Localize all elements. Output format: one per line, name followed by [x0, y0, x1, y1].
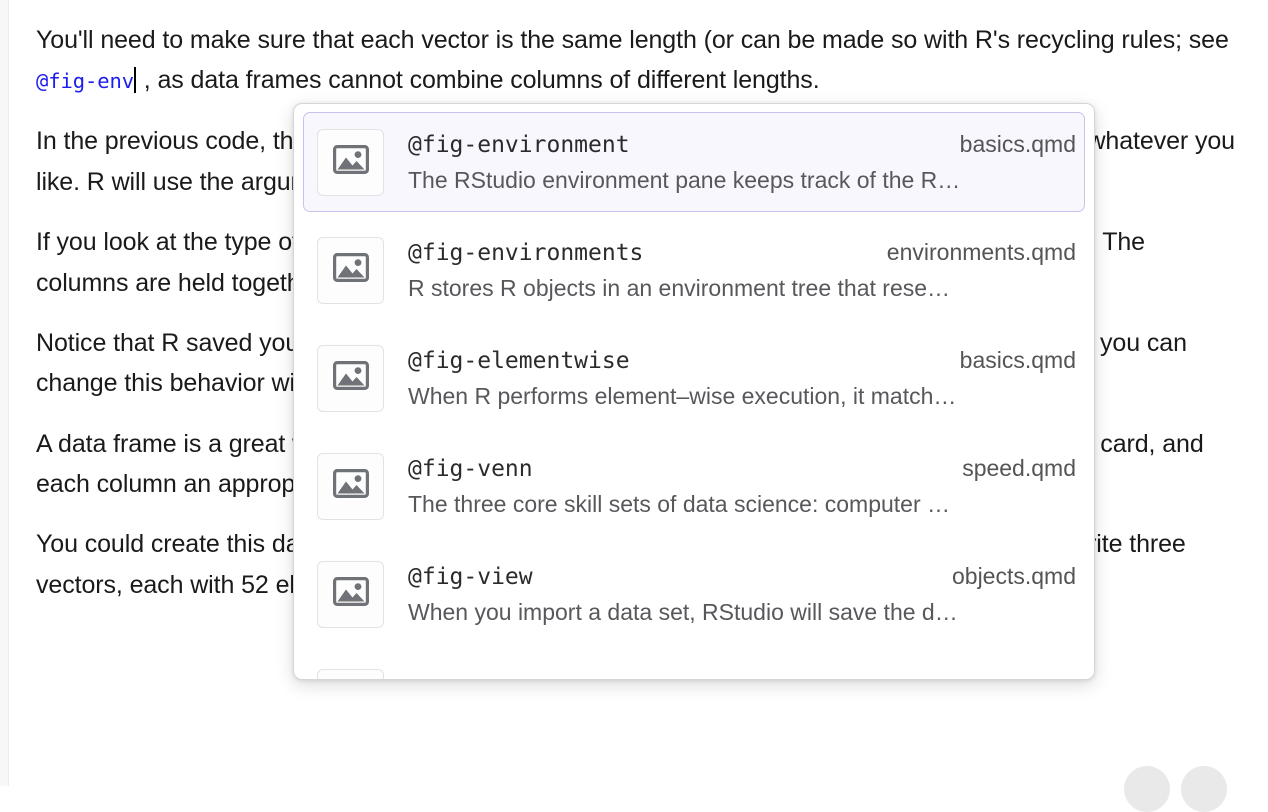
previous-page-button[interactable]	[1124, 766, 1170, 812]
completion-key: @fig-environment	[408, 131, 630, 158]
completion-file: environments.qmd	[886, 238, 1076, 265]
completion-header-row: @fig-elementwise basics.qmd	[408, 347, 1076, 374]
editor-gutter	[0, 0, 9, 786]
completion-description: The RStudio environment pane keeps track…	[408, 166, 961, 193]
paragraph: You'll need to make sure that each vecto…	[36, 20, 1240, 101]
completion-header-row: @fig-venn speed.qmd	[408, 455, 1076, 482]
completion-key: @fig-environments	[408, 239, 644, 266]
completion-text: @fig-environments environments.qmd R store…	[408, 239, 1076, 302]
completion-thumbnail	[317, 560, 384, 628]
completion-description: When you import a data set, RStudio will…	[408, 598, 958, 625]
text-cursor	[133, 67, 136, 93]
completion-thumbnail	[317, 236, 384, 304]
completion-key: @fig-view	[408, 563, 533, 590]
completion-thumbnail	[317, 128, 384, 196]
image-placeholder-icon	[332, 469, 369, 503]
completion-description: R stores R objects in an environment tre…	[408, 274, 951, 301]
completion-file: basics.qmd	[959, 130, 1076, 157]
completion-thumbnail	[317, 668, 384, 679]
image-placeholder-icon	[332, 361, 369, 395]
text-run: , as data frames cannot combine columns …	[136, 66, 820, 94]
completion-key: @fig-elementwise	[408, 347, 630, 374]
completion-file: objects.qmd	[951, 562, 1076, 589]
completion-header-row: @fig-environment basics.qmd	[408, 131, 1076, 158]
completion-file: basics.qmd	[959, 346, 1076, 373]
crossref-token[interactable]: @fig-env	[36, 69, 134, 93]
completion-thumbnail	[317, 452, 384, 520]
completion-item[interactable]	[303, 652, 1085, 679]
completion-key: @fig-venn	[408, 455, 533, 482]
image-placeholder-icon	[332, 145, 369, 179]
image-placeholder-icon	[332, 253, 369, 287]
next-page-button[interactable]	[1181, 766, 1227, 812]
completion-item[interactable]: @fig-environments environments.qmd R store…	[303, 220, 1085, 320]
completion-description: The three core skill sets of data scienc…	[408, 490, 951, 517]
completion-file: speed.qmd	[962, 454, 1076, 481]
completion-header-row: @fig-environments environments.qmd	[408, 239, 1076, 266]
image-placeholder-icon	[332, 577, 369, 611]
text-run: You'll need to make sure that each vecto…	[36, 26, 1229, 54]
completion-description: When R performs element–wise execution, …	[408, 382, 957, 409]
completion-header-row: @fig-view objects.qmd	[408, 563, 1076, 590]
completion-thumbnail	[317, 344, 384, 412]
